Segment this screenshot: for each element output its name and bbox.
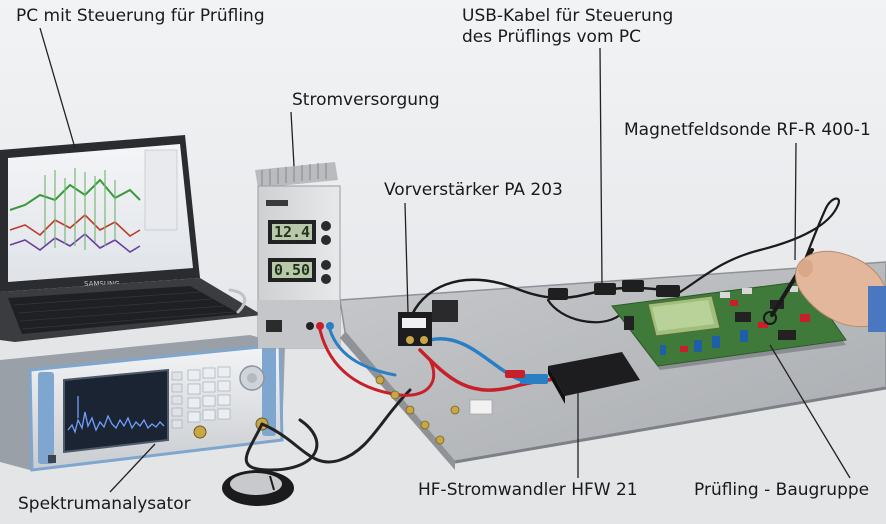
screen-bars [44,168,116,250]
preamp-label-plate [402,318,426,328]
analyzer-rf-input-connector[interactable] [193,425,207,439]
leader-lines [39,27,851,493]
label-usb-line1: USB-Kabel für Steuerung [462,6,674,26]
laptop: SAMSUNG [0,135,262,342]
leader-probe [794,142,797,261]
psu-heatsink-fins [261,163,327,186]
psu-terminal-red[interactable] [316,322,324,330]
hand [795,250,886,327]
connector-label-sticker [469,399,493,415]
psu-logo [266,200,288,206]
leader-psu [290,111,295,167]
dut-board [611,280,847,370]
usb-ferrite-2 [594,283,616,295]
pcb-lcd-window [652,300,714,331]
label-pc: PC mit Steuerung für Prüfling [16,6,265,26]
cable-analyzer-to-preamp [260,388,412,464]
clamp-side [548,366,565,404]
keyboard-rows [13,291,235,330]
leader-usb [599,47,603,285]
label-usb-cable: USB-Kabel für Steuerung des Prüflings vo… [462,6,673,48]
laptop-keyboard[interactable] [8,286,240,334]
clamp-connector-blue[interactable] [520,374,548,384]
clamp-connector-red[interactable] [505,370,525,378]
cable-red-psu [318,328,436,397]
shirt-cuff [868,286,886,332]
usb-cable-loop [546,298,622,324]
pcb-red-components [680,300,810,352]
probe-tip-loop [763,311,777,325]
usb-connector [656,285,680,297]
leader-preamp [404,202,409,313]
pcb-white-components [720,286,798,298]
laptop-brand: SAMSUNG [84,280,120,288]
computer-mouse[interactable] [222,470,294,506]
label-magnetic-probe: Magnetfeldsonde RF-R 400-1 [624,120,871,140]
screen-side-panel [144,149,178,231]
psu-current-display [272,262,312,278]
psu-voltage-knob-1[interactable] [321,221,331,231]
preamp-adapter [432,300,458,322]
cable-blue-psu [328,328,397,377]
preamp-output-connector[interactable] [420,336,428,344]
analyzer-knob-center [247,373,257,383]
leader-pc [39,27,76,149]
analyzer-left-handle [38,372,54,464]
clamp-body [548,352,640,396]
label-current-clamp: HF-Stromwandler HFW 21 [418,480,638,500]
spectrum-analyzer [0,335,285,472]
laptop-power-cable [228,288,247,314]
preamplifier [398,300,458,346]
cable-loop [244,418,319,472]
cable-blue-to-clamp [428,336,532,384]
psu-voltage-readout: 12.4 [274,223,310,241]
preamp-input-connector[interactable] [406,336,414,344]
power-supply: 12.4 0.50 [255,162,341,349]
label-dut: Prüfling - Baugruppe [694,480,870,500]
analyzer-screen [63,368,169,454]
screen-trace-green [9,178,141,211]
analyzer-spectrum-trace [67,411,165,435]
ground-plane-front-edge [454,386,886,464]
psu-current-knob-2[interactable] [321,274,331,284]
current-clamp [505,352,640,404]
pcb-blue-components [660,330,748,355]
usb-ferrite-3 [622,280,644,292]
psu-terminal-black[interactable] [306,322,314,330]
screen-trace-red [9,213,141,237]
analyzer-power-button[interactable] [48,455,56,463]
psu-heatsink-top [255,162,338,188]
psu-power-switch[interactable] [266,320,282,332]
psu-current-readout: 0.50 [274,261,310,279]
mouse-top-shell [230,473,282,495]
leader-analyzer [109,443,156,493]
hand-thumb [798,259,814,278]
mouse-button-split [269,475,275,491]
label-preamplifier: Vorverstärker PA 203 [384,180,563,200]
usb-ferrite-1 [548,288,568,300]
analyzer-softkeys[interactable] [171,371,183,429]
psu-voltage-display [272,224,312,240]
probe-cable [678,197,840,294]
label-usb-line2: des Prüflings vom PC [462,27,642,47]
analyzer-keypad[interactable] [187,366,231,423]
leader-dut [769,344,851,479]
screen-trace-purple [9,232,141,253]
table-connectors [375,375,460,445]
label-spectrum-analyzer: Spektrumanalysator [18,494,191,514]
psu-voltage-knob-2[interactable] [321,235,331,245]
psu-terminal-blue[interactable] [326,322,334,330]
psu-current-knob-1[interactable] [321,260,331,270]
analyzer-right-handle [262,346,276,436]
label-power-supply: Stromversorgung [292,90,440,110]
hand-with-probe [763,248,886,332]
